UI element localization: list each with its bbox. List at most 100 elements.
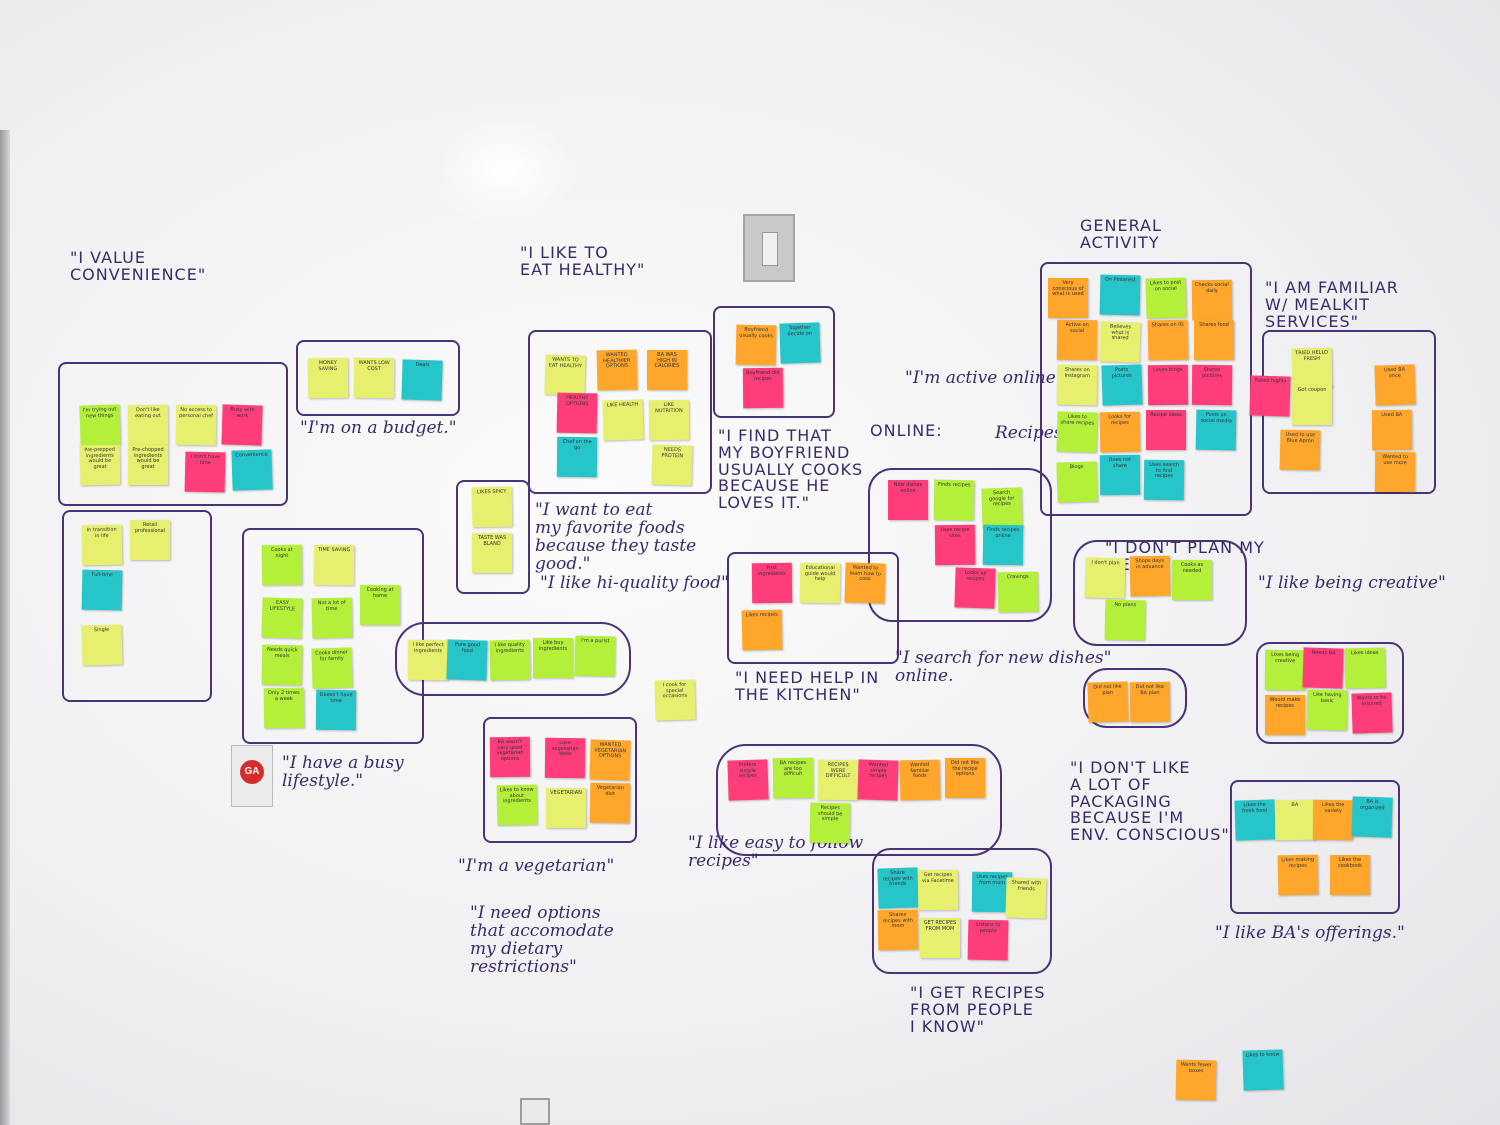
sticky-note: BA WAS HIGH IN CALORIES bbox=[647, 350, 687, 390]
label-need-options: "I need options that accomodate my dieta… bbox=[470, 903, 614, 977]
sticky-note: Vegetarian diet bbox=[589, 782, 631, 824]
sticky-note: Recipe ideas bbox=[1146, 410, 1186, 450]
sticky-note: Listens to people bbox=[967, 919, 1009, 961]
sticky-note: HEALTHY OPTIONS bbox=[556, 392, 598, 434]
sticky-note: Believes what is shared bbox=[1099, 321, 1141, 363]
sticky-note: Wanted simple recipes bbox=[857, 759, 899, 801]
sticky-note: Wants to be inspired bbox=[1351, 692, 1393, 734]
sticky-note: I like quality ingredients bbox=[489, 639, 531, 681]
group-box-help-kitchen bbox=[727, 552, 899, 664]
sticky-note: EASY LIFESTYLE bbox=[261, 597, 303, 639]
sticky-note: Shops days in advance bbox=[1129, 555, 1171, 597]
sticky-note: WANTED VEGETARIAN OPTIONS bbox=[589, 739, 631, 781]
label-boyfriend-cooks: "I FIND THAT MY BOYFRIEND USUALLY COOKS … bbox=[718, 426, 864, 513]
group-box-creative bbox=[1256, 642, 1404, 744]
sticky-note: Wanted familiar foods bbox=[899, 759, 941, 801]
label-help-kitchen: "I NEED HELP IN THE KITCHEN" bbox=[735, 668, 880, 704]
sticky-note: MONEY SAVING bbox=[307, 357, 349, 399]
sticky-note: WANTS TO EAT HEALTHY bbox=[544, 354, 586, 396]
sticky-note: Educational guide would help bbox=[799, 562, 841, 604]
sticky-note: Don't like eating out bbox=[127, 404, 169, 446]
sticky-note: Only 2 times a week bbox=[263, 687, 305, 729]
sticky-note: Single bbox=[81, 624, 123, 666]
sticky-note: Needs quick meals bbox=[261, 644, 303, 686]
sticky-note: WANTS LOW COST bbox=[353, 357, 395, 399]
sticky-note: Search google for recipes bbox=[981, 487, 1023, 529]
sticky-note: RECIPES WERE DIFFICULT bbox=[817, 759, 859, 801]
sticky-note: Uses recipe sites bbox=[934, 524, 976, 566]
sticky-note: Shared with friends bbox=[1005, 877, 1047, 919]
sticky-note: Chef on the go bbox=[556, 436, 598, 478]
sticky-note: Used BA bbox=[1371, 409, 1413, 451]
sticky-note: BA wasn't very good vegetarian options bbox=[489, 736, 531, 778]
wall-outlet bbox=[520, 1098, 550, 1125]
label-active-online: "I'm active online." bbox=[905, 368, 1070, 388]
sticky-note: Did not like BA plan bbox=[1129, 681, 1171, 723]
sticky-note: Together decide on bbox=[779, 322, 821, 364]
sticky-note: Shares recipes with mom bbox=[877, 909, 919, 951]
sticky-note: TRIED HELLO FRESH bbox=[1291, 347, 1333, 389]
sticky-note: I'm trying out new things bbox=[79, 404, 121, 446]
sticky-note: First ingredients bbox=[751, 562, 793, 604]
wall-light-switch bbox=[743, 214, 795, 282]
sticky-note: Pure good food bbox=[446, 639, 488, 681]
label-search-dishes: "I search for new dishes" online. bbox=[895, 648, 1112, 686]
sticky-note: Likes to know about ingredients bbox=[496, 784, 538, 826]
sticky-note: Would make recipes bbox=[1265, 695, 1305, 735]
group-box-healthy bbox=[528, 330, 712, 494]
sticky-note: Loves blogs bbox=[1147, 364, 1189, 406]
sticky-note: Likes making recipes bbox=[1277, 854, 1319, 896]
sticky-note: Like having basic bbox=[1306, 689, 1348, 731]
sticky-note: Convenience bbox=[231, 449, 273, 491]
label-like-creative: "I like being creative" bbox=[1258, 573, 1446, 593]
label-value-convenience: "I VALUE CONVENIENCE" bbox=[70, 248, 207, 284]
sticky-note: Checks social daily bbox=[1191, 279, 1233, 321]
sticky-note: Did not like plan bbox=[1087, 681, 1129, 723]
label-recipes-label: Recipes bbox=[995, 423, 1063, 443]
sticky-note: Got coupon bbox=[1292, 385, 1332, 425]
sticky-note: Busy with work bbox=[221, 404, 263, 446]
sticky-note: Likes being creative bbox=[1264, 649, 1306, 691]
sticky-note: Prefers simple recipes bbox=[727, 759, 769, 801]
sticky-note: Finds recipes bbox=[933, 479, 975, 521]
sticky-note: Did not like the recipe options bbox=[945, 758, 985, 798]
group-box-convenience bbox=[58, 362, 288, 506]
sticky-note: BA is organized bbox=[1351, 796, 1393, 838]
sticky-note: Used to use Blue Apron bbox=[1279, 429, 1321, 471]
sticky-note: Active on social bbox=[1056, 319, 1098, 361]
group-box-easy-recipes bbox=[716, 744, 1002, 856]
group-box-boyfriend bbox=[713, 306, 835, 418]
sticky-note: Used BA once bbox=[1374, 364, 1416, 406]
sticky-note: Cooking at home bbox=[360, 585, 400, 625]
group-box-favorite-foods bbox=[456, 480, 530, 594]
sticky-note: Love vegetarian ideas bbox=[544, 737, 586, 779]
sticky-note: LIKES SPICY bbox=[471, 486, 513, 528]
whiteboard-frame-edge bbox=[0, 130, 10, 1125]
ga-logo-icon: GA bbox=[240, 760, 264, 784]
label-get-recipes-people: "I GET RECIPES FROM PEOPLE I KNOW" bbox=[910, 983, 1046, 1036]
sticky-note: Share recipes with friends bbox=[877, 867, 919, 909]
label-familiar-mealkit: "I AM FAMILIAR W/ MEALKIT SERVICES" bbox=[1265, 278, 1399, 331]
group-box-convenience-lower bbox=[62, 510, 212, 702]
sticky-note: Pre-chopped ingredients would be great bbox=[128, 445, 168, 485]
sticky-note: On Pinterest bbox=[1099, 274, 1141, 316]
label-online-label: ONLINE: bbox=[870, 421, 943, 440]
group-box-get-recipes bbox=[872, 848, 1052, 974]
sticky-note: I like perfect ingredients bbox=[407, 639, 449, 681]
sticky-note: Finds recipes online bbox=[982, 524, 1024, 566]
label-like-eat-healthy: "I LIKE TO EAT HEALTHY" bbox=[520, 243, 646, 279]
sticky-note: LIKE HEALTH bbox=[602, 399, 644, 441]
sticky-note: Likes the cookbook bbox=[1330, 855, 1370, 895]
sticky-note: Likes to share recipes bbox=[1056, 411, 1098, 453]
group-box-budget bbox=[296, 340, 460, 416]
sticky-note: Posts pictures bbox=[1101, 364, 1143, 406]
label-busy-lifestyle: "I have a busy lifestyle." bbox=[282, 753, 404, 791]
ga-logo-sticker: GA bbox=[231, 745, 273, 807]
sticky-note: Cooks dinner for family bbox=[311, 647, 353, 689]
sticky-note: Cravings bbox=[997, 571, 1039, 613]
sticky-note: Likes to post on social bbox=[1145, 277, 1187, 319]
sticky-note: Shares food bbox=[1194, 320, 1234, 360]
sticky-note: Wants fewer boxes bbox=[1175, 1059, 1217, 1101]
group-box-vegetarian bbox=[483, 717, 637, 843]
sticky-note: Shares on IG bbox=[1147, 319, 1189, 361]
